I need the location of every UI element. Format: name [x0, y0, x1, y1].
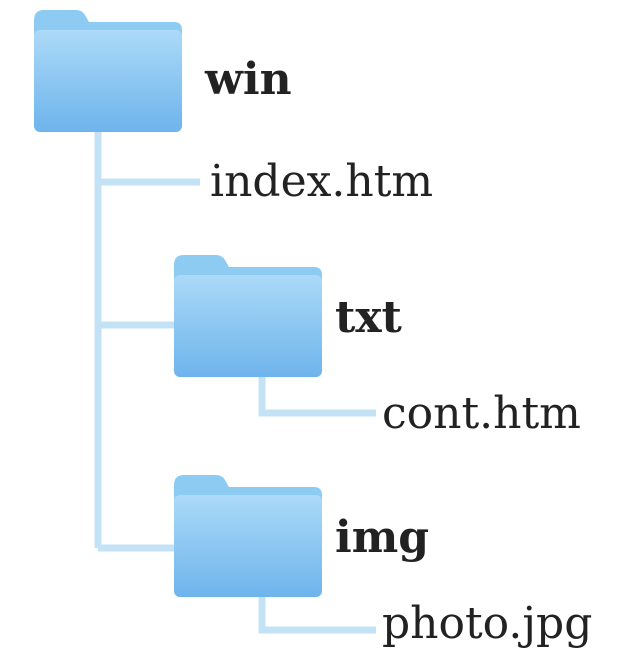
connector-cont-htm [258, 376, 376, 417]
folder-icon [34, 10, 182, 132]
file-label-index-htm: index.htm [210, 156, 434, 207]
folder-label-img: img [335, 512, 430, 563]
file-label-cont-htm: cont.htm [382, 388, 581, 439]
folder-icon [174, 475, 322, 597]
file-label-photo-jpg: photo.jpg [382, 598, 593, 649]
tree-connectors [94, 122, 376, 634]
folder-icon [174, 255, 322, 377]
folder-label-win: win [205, 54, 292, 105]
connector-photo-jpg [258, 596, 376, 634]
folder-label-txt: txt [335, 292, 402, 343]
